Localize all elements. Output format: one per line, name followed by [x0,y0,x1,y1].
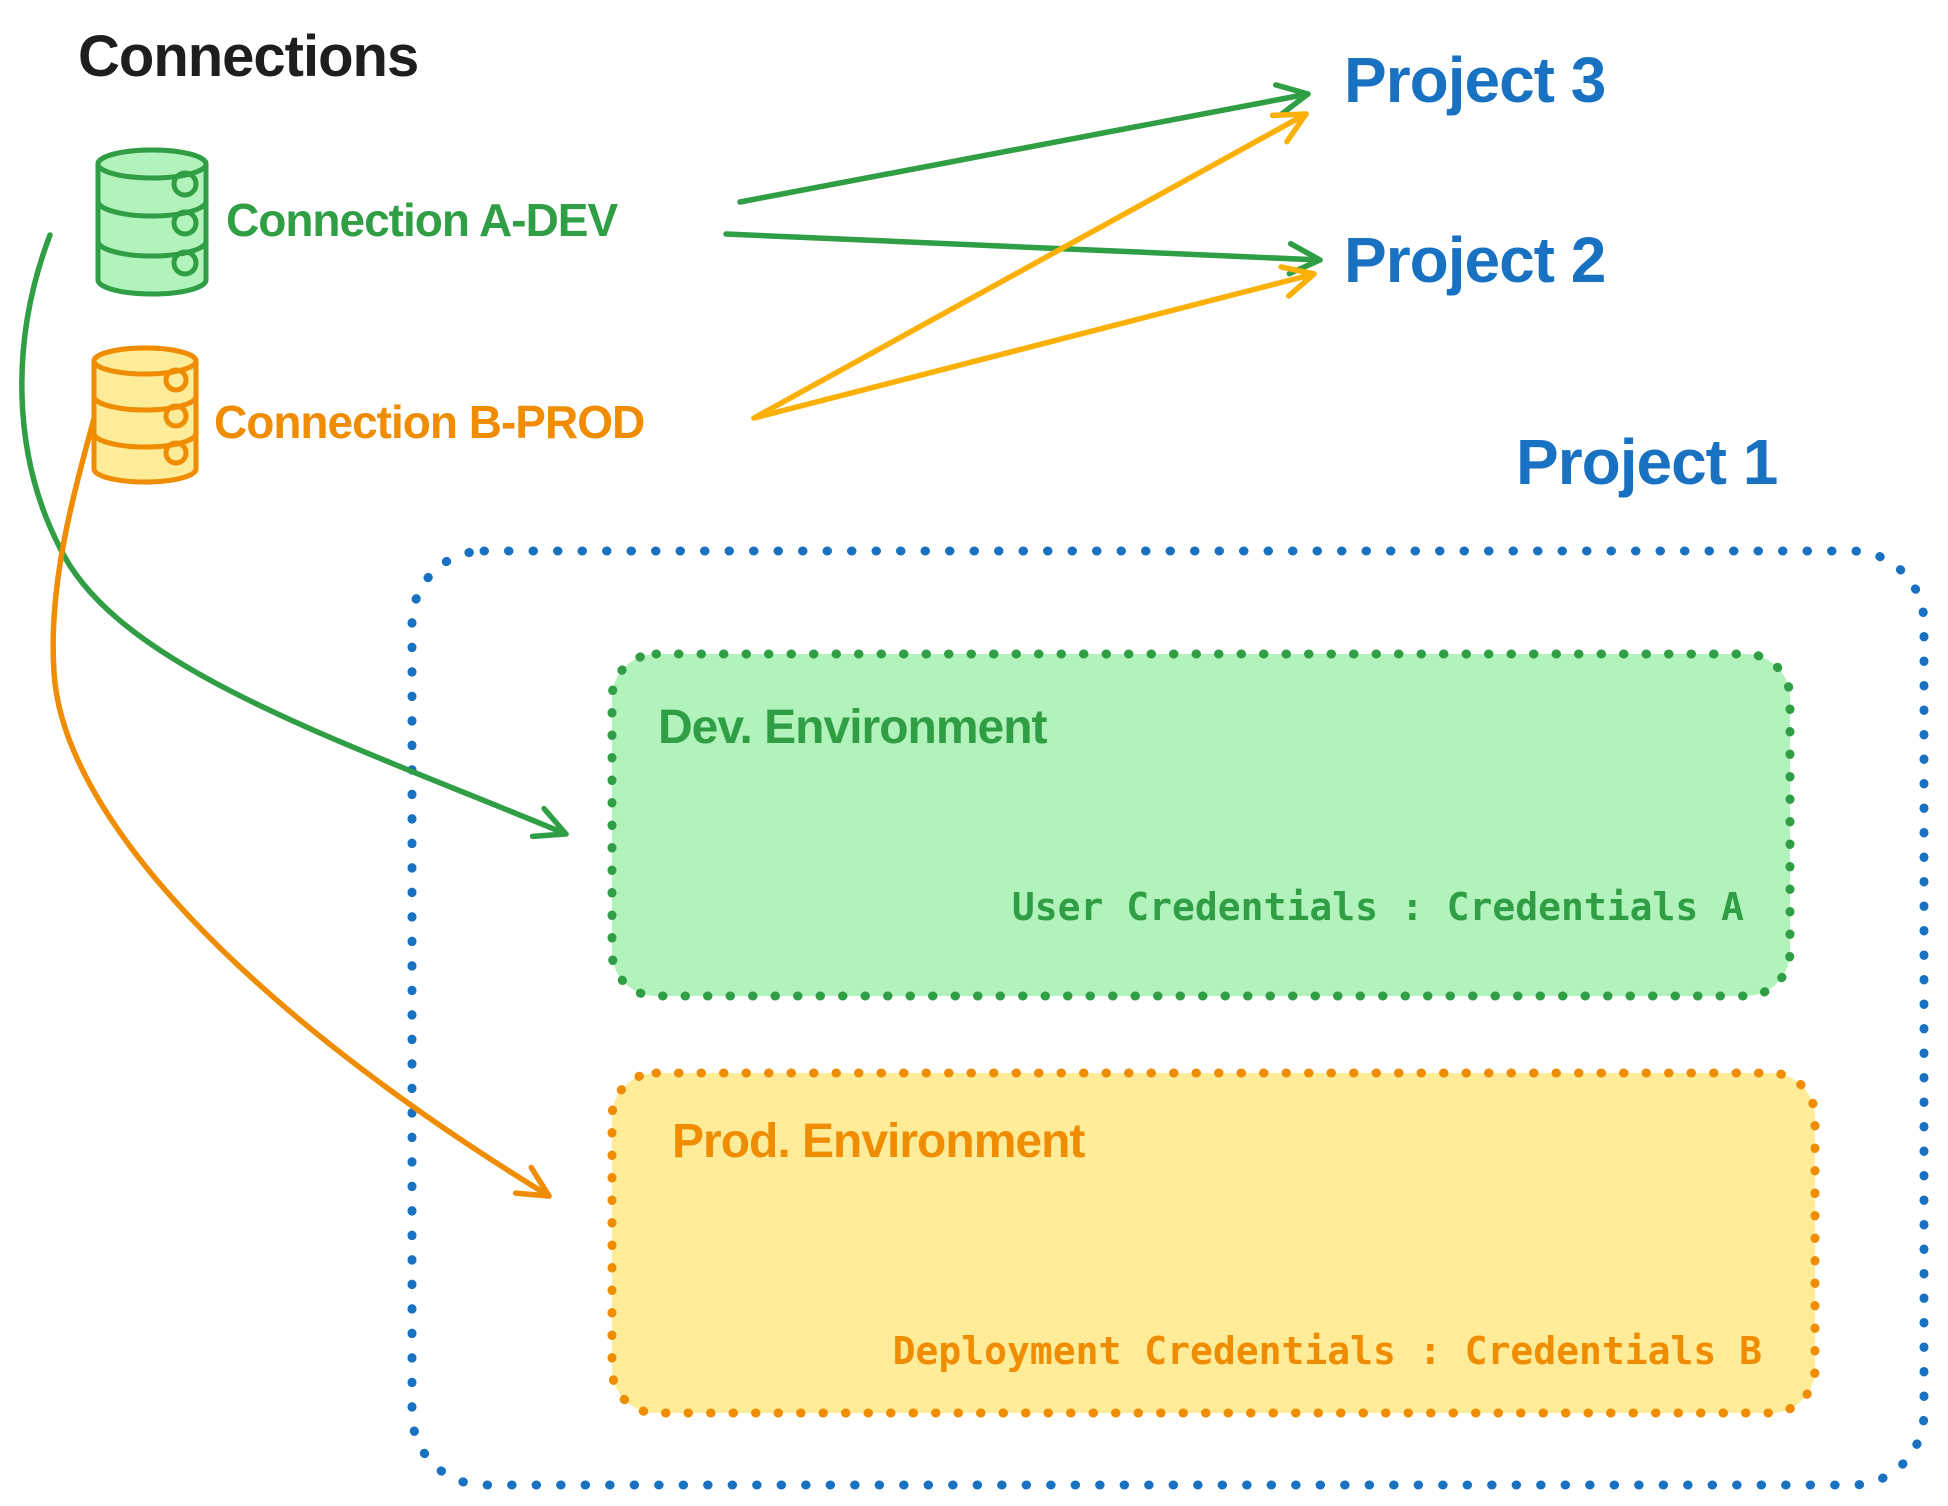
prod-environment-credentials: Deployment Credentials : Credentials B [892,1329,1762,1373]
arrow-a-dev-to-project-3 [737,82,1311,205]
project-1-label: Project 1 [1516,426,1778,498]
connection-a-dev-label: Connection A-DEV [226,194,618,246]
connection-b-prod-label: Connection B-PROD [214,396,645,448]
database-icon-a-dev [95,147,209,297]
dev-environment-credentials: User Credentials : Credentials A [1011,885,1744,929]
project1-container-box [407,546,1929,1490]
dev-environment-title: Dev. Environment [658,701,1048,754]
arrow-b-prod-to-project-3 [751,111,1309,421]
arrow-b-prod-to-project-2 [751,264,1317,421]
project-3-label: Project 3 [1344,44,1606,116]
arrow-a-dev-to-project-2 [723,231,1323,277]
database-icon-b-prod [91,345,199,485]
diagram-title: Connections [78,24,419,89]
prod-environment-box [607,1068,1820,1418]
dev-environment-box [607,649,1795,1001]
prod-environment-title: Prod. Environment [672,1115,1085,1168]
project-2-label: Project 2 [1344,224,1606,296]
arrow-a-dev-to-dev-environment [19,232,569,840]
arrow-b-prod-to-prod-environment [50,401,552,1199]
